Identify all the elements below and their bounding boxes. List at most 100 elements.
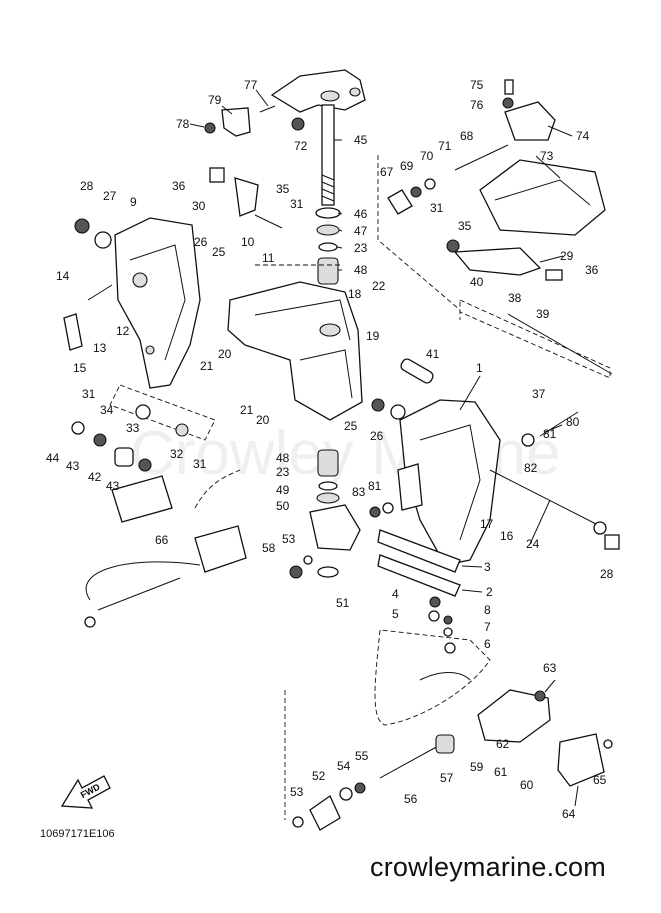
callout-35a: 35 — [276, 182, 290, 196]
bracket-79 — [221, 107, 251, 137]
callout-44: 44 — [46, 451, 60, 465]
part-57 — [435, 734, 455, 754]
swivel-detail-2 — [299, 349, 353, 399]
callout-55: 55 — [355, 749, 369, 763]
callout-7: 7 — [484, 620, 491, 634]
callout-71: 71 — [438, 139, 452, 153]
mount-73 — [479, 159, 606, 236]
thread-3 — [321, 188, 335, 195]
callout-69: 69 — [400, 159, 414, 173]
washer-53 — [303, 555, 313, 565]
steering-shaft — [321, 104, 335, 206]
callout-45: 45 — [354, 133, 368, 147]
guard-59 — [477, 689, 551, 743]
washer-81 — [382, 502, 394, 514]
part-70 — [424, 178, 436, 190]
pin-41 — [400, 358, 434, 384]
part-50 — [309, 504, 361, 551]
steering-arm-top — [270, 69, 366, 113]
nut-28-left — [74, 218, 90, 234]
part-5 — [428, 610, 440, 622]
nut-58 — [289, 565, 303, 579]
bushing-48-top — [317, 257, 339, 285]
callout-3: 3 — [484, 560, 491, 574]
bushing-48-low — [317, 449, 339, 477]
callout-32: 32 — [170, 447, 184, 461]
callout-64: 64 — [562, 807, 576, 821]
callout-20a: 20 — [218, 347, 232, 361]
swivel-hole — [319, 323, 341, 337]
washer-49 — [316, 492, 340, 504]
cap-36-right — [545, 269, 563, 281]
callout-53a: 53 — [282, 532, 296, 546]
oring-23 — [318, 242, 338, 252]
callout-61: 61 — [494, 765, 508, 779]
bolt-lower-left — [97, 577, 181, 611]
callout-79: 79 — [208, 93, 222, 107]
clamp-left-hole — [145, 345, 155, 355]
callout-72: 72 — [294, 139, 308, 153]
callout-46: 46 — [354, 207, 368, 221]
callout-52: 52 — [312, 769, 326, 783]
callout-25a: 25 — [212, 245, 226, 259]
nut-83 — [369, 506, 381, 518]
callout-80: 80 — [566, 415, 580, 429]
callout-77: 77 — [244, 78, 258, 92]
fwd-arrow-icon: FWD — [60, 775, 111, 809]
nut-24 — [593, 521, 607, 535]
callout-59: 59 — [470, 760, 484, 774]
callout-18: 18 — [348, 287, 362, 301]
parts-artwork: FWD — [60, 69, 620, 831]
part-34 — [135, 404, 151, 420]
callout-6: 6 — [484, 637, 491, 651]
callout-43a: 43 — [66, 459, 80, 473]
callout-42: 42 — [88, 470, 102, 484]
link-30 — [234, 177, 259, 217]
part-25-right — [371, 398, 385, 412]
bolt-24 — [489, 469, 599, 526]
part-42 — [114, 447, 134, 467]
callout-12: 12 — [116, 324, 130, 338]
callout-28a: 28 — [80, 179, 94, 193]
callout-81b: 81 — [368, 479, 382, 493]
plate-2 — [377, 554, 461, 597]
callout-58: 58 — [262, 541, 276, 555]
callout-56: 56 — [404, 792, 418, 806]
washer-76 — [502, 97, 514, 109]
part-67 — [387, 189, 413, 215]
callout-76: 76 — [470, 98, 484, 112]
part-8 — [443, 615, 453, 625]
steering-arm-hole-2 — [349, 87, 361, 97]
part-6 — [444, 642, 456, 654]
spring-frame — [109, 384, 216, 441]
nut-78 — [204, 122, 216, 134]
callout-20b: 20 — [256, 413, 270, 427]
rod-39 — [507, 313, 613, 375]
callout-33: 33 — [126, 421, 140, 435]
mount-73-detail — [494, 179, 591, 206]
part-callouts: 1 2 3 4 5 6 7 8 9 10 11 12 13 14 15 16 1… — [46, 78, 614, 821]
callout-15: 15 — [73, 361, 87, 375]
callout-41: 41 — [426, 347, 440, 361]
callout-37: 37 — [532, 387, 546, 401]
clamp-bracket-left — [114, 217, 201, 389]
clamp-66 — [194, 525, 247, 573]
bracket-74 — [504, 101, 556, 141]
washer-27 — [94, 231, 112, 249]
callout-67: 67 — [380, 165, 394, 179]
screw-65 — [603, 739, 613, 749]
cable-loop — [85, 561, 201, 601]
lower-housing — [374, 629, 491, 726]
callout-75: 75 — [470, 78, 484, 92]
callout-53b: 53 — [290, 785, 304, 799]
lower-housing-detail — [419, 672, 471, 681]
screw-77 — [259, 105, 276, 113]
bolt-13 — [87, 284, 113, 301]
callout-14: 14 — [56, 269, 70, 283]
clamp-left-detail — [129, 244, 186, 361]
callout-17: 17 — [480, 517, 494, 531]
callout-23a: 23 — [354, 241, 368, 255]
thread-1 — [321, 174, 335, 181]
screw-63 — [534, 690, 546, 702]
callout-16: 16 — [500, 529, 514, 543]
